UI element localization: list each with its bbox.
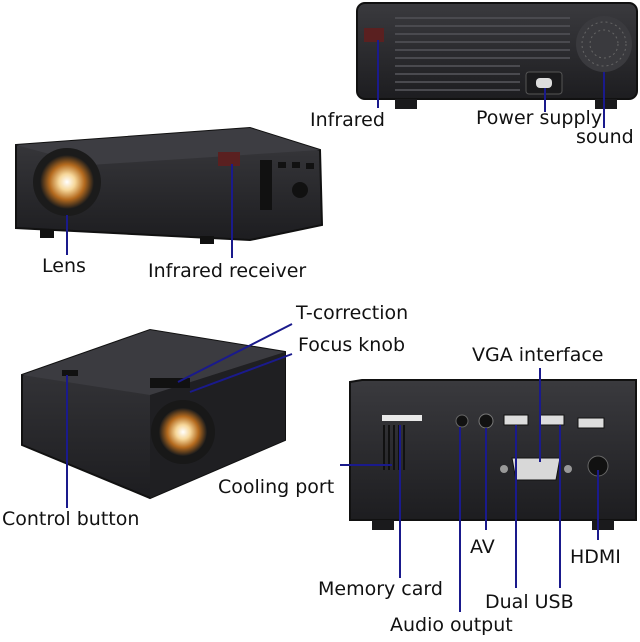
lens-front	[40, 155, 94, 209]
projector-angled-view	[21, 328, 286, 500]
usb-port-1	[503, 414, 529, 426]
speaker-grille	[576, 16, 632, 72]
ir-window	[364, 28, 384, 42]
projector-side-view	[349, 379, 637, 530]
focus-slot	[150, 378, 190, 388]
projector-back-view	[356, 2, 638, 109]
label-t-correction: T-correction	[296, 302, 409, 324]
label-infrared-receiver: Infrared receiver	[148, 260, 307, 282]
projector-front-view	[15, 126, 324, 244]
label-dual-usb: Dual USB	[485, 591, 574, 613]
hdmi-port	[577, 417, 605, 429]
callout-lines	[66, 40, 605, 612]
usb-port-2	[539, 414, 565, 426]
power-socket	[536, 78, 552, 88]
label-focus-knob: Focus knob	[298, 334, 406, 356]
label-vga-interface: VGA interface	[472, 344, 604, 366]
label-audio-output: Audio output	[390, 614, 513, 636]
sd-slot	[382, 415, 422, 421]
label-cooling-port: Cooling port	[218, 476, 335, 498]
label-lens: Lens	[42, 255, 86, 277]
ir-receiver	[218, 152, 240, 166]
label-hdmi: HDMI	[570, 546, 621, 568]
label-av: AV	[470, 536, 495, 558]
vga-port	[511, 457, 561, 481]
label-infrared: Infrared	[310, 109, 385, 131]
label-power-supply: Power supply	[476, 107, 603, 129]
lens-angled	[159, 408, 207, 456]
label-sound: sound	[576, 126, 634, 148]
label-memory-card: Memory card	[318, 578, 443, 600]
label-control-button: Control button	[2, 508, 140, 530]
